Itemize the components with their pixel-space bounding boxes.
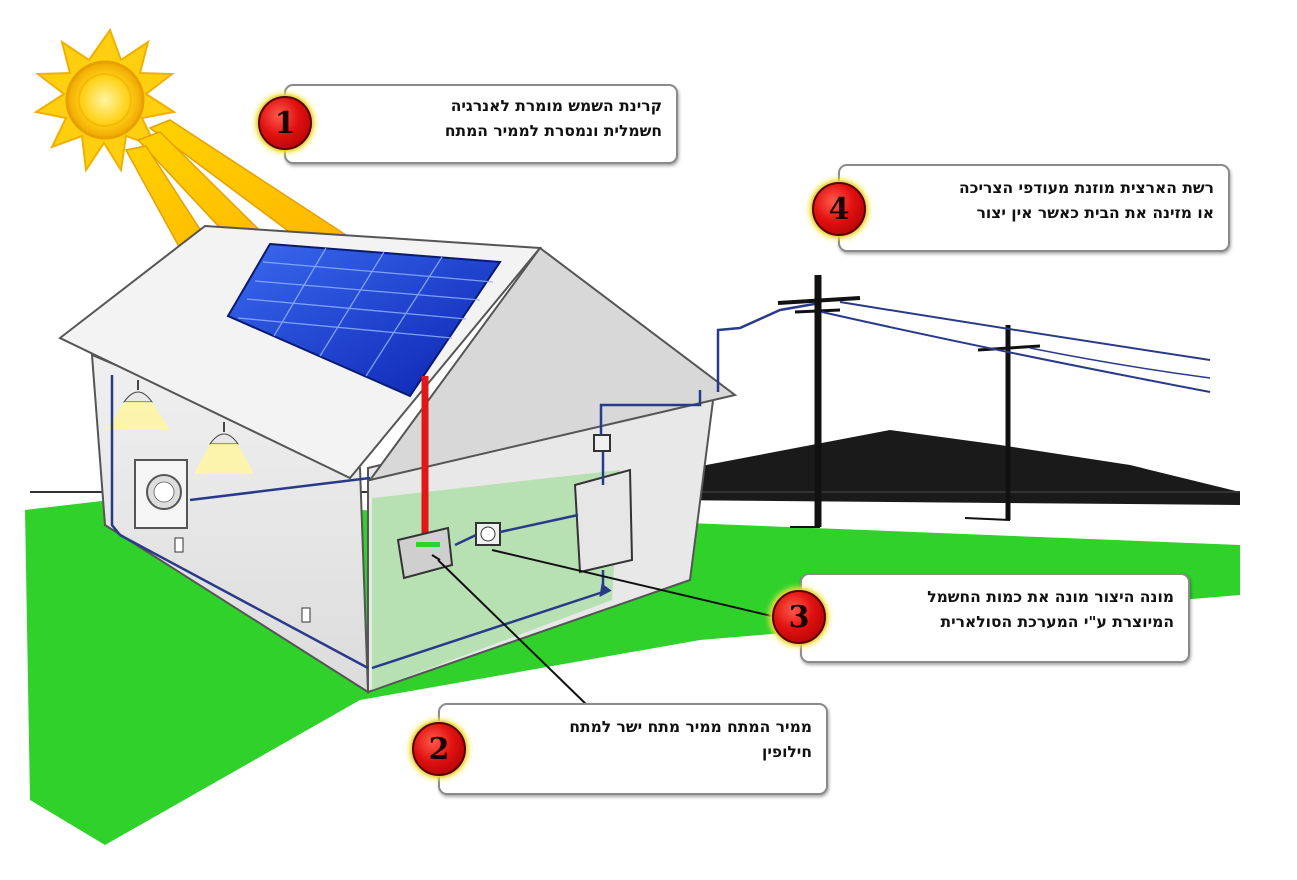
power-pole-icon <box>777 275 1211 528</box>
step-badge-2: 2 <box>412 722 466 776</box>
inverter-icon <box>396 526 454 580</box>
dark-hill <box>660 430 1240 505</box>
callout-4-line-2: או מזינה את הבית כאשר אין יצור <box>976 204 1214 222</box>
grid-meter-icon <box>593 434 611 452</box>
callout-box-3: מונה היצור מונה את כמות החשמל המיוצרת ע"… <box>800 573 1190 663</box>
callout-box-2: ממיר המתח ממיר מתח ישר למתח חילופין <box>438 703 828 795</box>
house-gable <box>367 246 738 482</box>
distribution-board <box>573 468 634 574</box>
callout-2-line-2: חילופין <box>762 743 812 761</box>
lamp-icon <box>106 380 254 474</box>
callout-3-line-2: המיוצרת ע"י המערכת הסולארית <box>940 613 1174 631</box>
callout-1-line-1: קרינת השמש מומרת לאנרגיה <box>450 97 662 115</box>
step-badge-3: 3 <box>772 590 826 644</box>
step-badge-1: 1 <box>258 96 312 150</box>
sun-icon <box>33 27 177 173</box>
solar-panel-icon <box>226 242 502 398</box>
meter-icon <box>475 522 501 546</box>
callout-box-4: רשת הארצית מוזנת מעודפי הצריכה או מזינה … <box>838 164 1230 252</box>
step-badge-4: 4 <box>812 182 866 236</box>
outlet-icon <box>301 607 311 623</box>
interior-highlight <box>372 470 620 690</box>
callout-4-line-1: רשת הארצית מוזנת מעודפי הצריכה <box>959 179 1214 197</box>
appliance-icon <box>134 459 188 529</box>
outlet-icon <box>174 537 184 553</box>
leader-lines <box>431 549 781 709</box>
ac-wiring <box>110 301 821 670</box>
callout-3-line-1: מונה היצור מונה את כמות החשמל <box>927 588 1174 606</box>
callout-1-line-2: חשמלית ונמסרת לממיר המתח <box>444 122 662 140</box>
callout-box-1: קרינת השמש מומרת לאנרגיה חשמלית ונמסרת ל… <box>284 84 678 164</box>
callout-2-line-1: ממיר המתח ממיר מתח ישר למתח <box>569 718 812 736</box>
